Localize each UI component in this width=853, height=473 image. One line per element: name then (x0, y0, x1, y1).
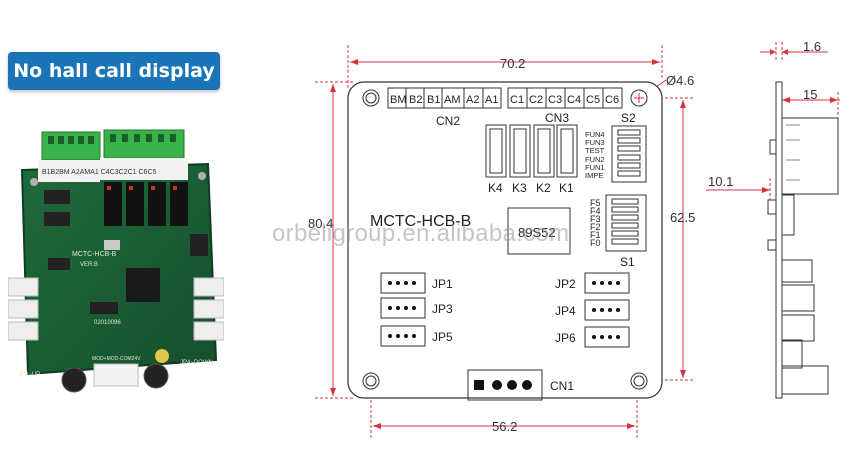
cn3-pin: C4 (567, 94, 581, 106)
board-photo: B1B2BM A2AMA1 C4C3C2C1 C6C5 MCTC-HCB-B V… (8, 129, 224, 393)
cn2-pin: B1 (427, 94, 440, 106)
s2-switch-label: FUN2 (585, 155, 605, 164)
photo-silk-left: JP3~UP (18, 372, 40, 378)
s2-label: S2 (621, 111, 636, 125)
s1-label: S1 (620, 255, 635, 269)
side-dim-2: 15 (803, 87, 817, 102)
s2-switch-label: IMPE (585, 171, 603, 180)
relay-label: K1 (559, 181, 574, 195)
side-dim-1: 1.6 (803, 39, 821, 54)
photo-silk-bottom: MOD+MOD-COM24V (92, 356, 141, 362)
relay-label: K4 (488, 181, 503, 195)
jumper-label-jp4: JP4 (555, 304, 576, 318)
photo-silk-ver: VER:B (80, 262, 98, 268)
cn2-pin: B2 (409, 94, 422, 106)
jumper-label-jp5: JP5 (432, 330, 453, 344)
dim-width: 70.2 (500, 56, 525, 71)
badge-text: No hall call display (13, 60, 215, 82)
cn2-pin: BM (390, 94, 407, 106)
photo-silk-date: 02010096 (94, 320, 121, 326)
cn3-label: CN3 (545, 111, 569, 125)
board-outline (347, 81, 663, 399)
dimension-diagram: 70.2 80.4 62.5 56.2 Ø4.6 BM B2 B1 AM A2 … (308, 45, 695, 438)
board-name: MCTC-HCB-B (370, 213, 471, 230)
photo-silk-top: B1B2BM A2AMA1 C4C3C2C1 C6C5 (42, 169, 156, 176)
cn3-pin: C6 (605, 94, 619, 106)
cn3-pin: C3 (548, 94, 562, 106)
dim-hole-dia: Ø4.6 (666, 73, 694, 88)
s2-switch-label: FUN1 (585, 163, 605, 172)
watermark: orbeligroup.en.alibaba.com (272, 220, 570, 247)
relay-label: K2 (536, 181, 551, 195)
relay-label: K3 (512, 181, 527, 195)
cn2-label: CN2 (436, 114, 460, 128)
s1-switch-label: F2 (590, 222, 601, 232)
photo-silk-model: MCTC-HCB-B (72, 251, 117, 258)
s1-switch-label: F3 (590, 214, 601, 224)
jumper-label-jp6: JP6 (555, 331, 576, 345)
dim-hole-pitch-v: 62.5 (670, 210, 695, 225)
cn2-pin: A1 (485, 94, 498, 106)
s2-switch-label: FUN4 (585, 130, 605, 139)
s1-switch-label: F4 (590, 206, 601, 216)
s1-switch-label: F1 (590, 230, 601, 240)
jumper-label-jp2: JP2 (555, 277, 576, 291)
s2-switch-label: TEST (585, 146, 605, 155)
cn3-pin: C2 (529, 94, 543, 106)
dim-hole-pitch-h: 56.2 (492, 419, 517, 434)
s1-switch-label: F5 (590, 198, 601, 208)
jumper-label-jp3: JP3 (432, 302, 453, 316)
cn1-label: CN1 (550, 379, 574, 393)
chip-label: 89S52 (518, 225, 556, 240)
side-view-diagram: 1.6 15 10.1 (706, 39, 840, 399)
photo-silk-right: JP4~DOWN (180, 360, 213, 366)
s2-switch-label: FUN3 (585, 138, 605, 147)
s1-switch-label: F0 (590, 238, 601, 248)
jumper-label-jp1: JP1 (432, 277, 453, 291)
dim-height: 80.4 (308, 216, 333, 231)
side-dim-3: 10.1 (708, 174, 733, 189)
cn3-pin: C1 (510, 94, 524, 106)
title-badge: No hall call display (8, 52, 220, 90)
cn2-pin: AM (444, 94, 461, 106)
cn3-pin: C5 (586, 94, 600, 106)
cn2-pin: A2 (466, 94, 479, 106)
